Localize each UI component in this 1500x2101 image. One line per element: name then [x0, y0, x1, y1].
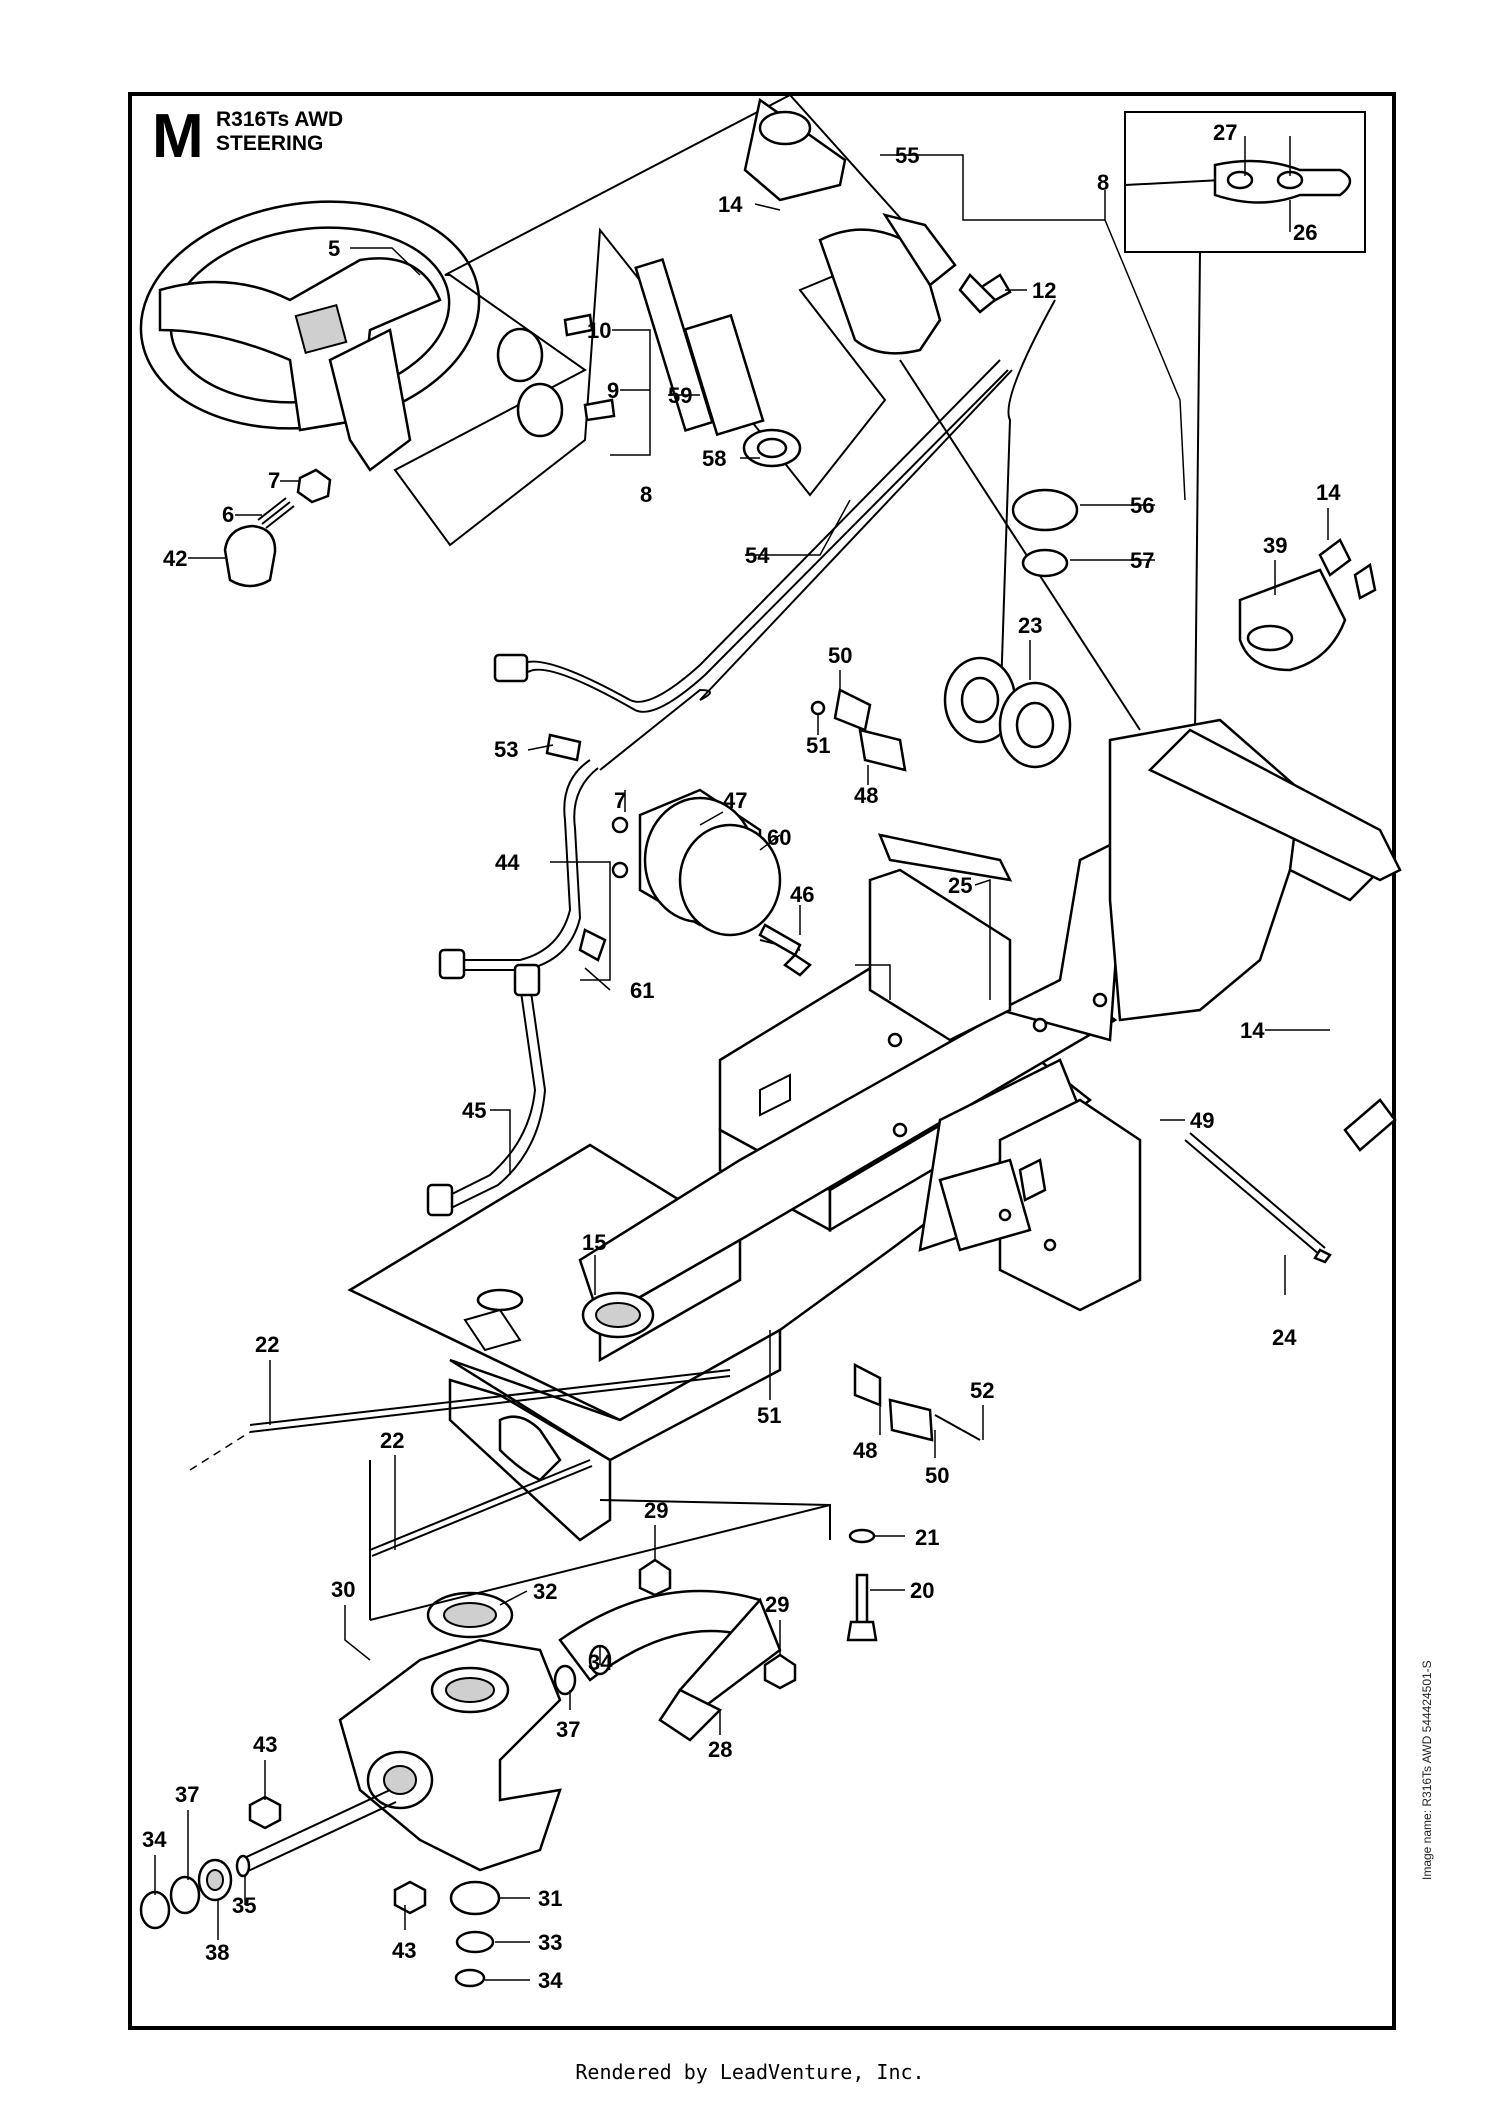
callout-42: 42 — [163, 546, 187, 571]
model-title: R316Ts AWD — [216, 108, 344, 131]
callout-labels: 5 7 6 42 10 9 59 8 58 14 55 8 12 56 57 5… — [142, 120, 1341, 1993]
callout-7: 7 — [268, 468, 280, 493]
cable-detail-inset — [1124, 111, 1366, 736]
callout-33: 33 — [538, 1930, 562, 1955]
motor-60 — [611, 788, 812, 977]
callout-25: 25 — [948, 873, 972, 898]
callout-61: 61 — [630, 978, 654, 1003]
bearing-15 — [581, 1291, 655, 1339]
callout-9: 9 — [607, 378, 619, 403]
callout-57: 57 — [1130, 548, 1154, 573]
fittings — [493, 273, 997, 962]
hydraulic-line-45 — [426, 963, 547, 1217]
spline-collars — [496, 313, 616, 438]
callout-10: 10 — [587, 318, 611, 343]
steering-rods-22 — [189, 1369, 731, 1557]
hydraulic-line-44 — [438, 369, 1013, 980]
callout-50-lower: 50 — [925, 1463, 949, 1488]
callout-53: 53 — [494, 737, 518, 762]
callout-30: 30 — [331, 1577, 355, 1602]
callout-7-mid: 7 — [614, 788, 626, 813]
steering-column-shaft — [393, 93, 922, 547]
bracket-39 — [1238, 538, 1377, 672]
callout-14-lower: 14 — [1240, 1018, 1265, 1043]
callout-54: 54 — [745, 543, 770, 568]
steering-knuckle-30 — [338, 1638, 562, 1872]
callout-20: 20 — [910, 1578, 934, 1603]
main-frame — [347, 718, 1402, 1542]
callout-21: 21 — [915, 1525, 939, 1550]
axle-35 — [235, 1789, 397, 1878]
callout-23: 23 — [1018, 613, 1042, 638]
callout-38: 38 — [205, 1940, 229, 1965]
callout-55: 55 — [895, 143, 919, 168]
steering-wheel-fasteners — [223, 468, 332, 588]
callout-22-lower: 22 — [380, 1428, 404, 1453]
callout-48-upper: 48 — [854, 783, 878, 808]
callout-56: 56 — [1130, 493, 1154, 518]
callout-51-upper: 51 — [806, 733, 830, 758]
diagram-title: STEERING — [216, 132, 324, 155]
callout-12: 12 — [1032, 278, 1056, 303]
steering-column-housing — [743, 97, 1141, 731]
callout-47: 47 — [723, 788, 747, 813]
pivot-rod-24 — [1184, 1132, 1332, 1264]
callout-8-right: 8 — [1097, 170, 1109, 195]
callout-58: 58 — [702, 446, 726, 471]
pulleys-23 — [943, 656, 1072, 769]
callout-46: 46 — [790, 882, 814, 907]
callout-50-upper: 50 — [828, 643, 852, 668]
callout-34-mid: 34 — [588, 1650, 613, 1675]
callout-49: 49 — [1190, 1108, 1214, 1133]
callout-48-lower: 48 — [853, 1438, 877, 1463]
callout-6: 6 — [222, 502, 234, 527]
callout-51-lower: 51 — [757, 1403, 781, 1428]
callout-45: 45 — [462, 1098, 486, 1123]
callout-31: 31 — [538, 1886, 562, 1911]
section-letter: M — [152, 102, 204, 171]
hydraulic-line-54 — [519, 359, 1009, 713]
clip-assembly-lower — [853, 1362, 981, 1442]
callout-15: 15 — [582, 1230, 606, 1255]
washers-and-nuts — [139, 1528, 878, 1988]
frame-details — [463, 992, 1108, 1352]
callout-28: 28 — [708, 1737, 732, 1762]
footer-credit: Rendered by LeadVenture, Inc. — [575, 2060, 925, 2084]
callout-29-right: 29 — [765, 1592, 789, 1617]
callout-34-left: 34 — [142, 1827, 167, 1852]
leader-lines — [154, 136, 1330, 1981]
callout-52: 52 — [970, 1378, 994, 1403]
callout-27: 27 — [1213, 120, 1237, 145]
callout-44: 44 — [495, 850, 520, 875]
callout-22-upper: 22 — [255, 1332, 279, 1357]
callout-5: 5 — [328, 236, 340, 261]
callout-39: 39 — [1263, 533, 1287, 558]
callout-32: 32 — [533, 1579, 557, 1604]
seal-32 — [426, 1591, 514, 1639]
callout-26: 26 — [1293, 220, 1317, 245]
diagram-frame — [128, 92, 1396, 2030]
callout-43-lower: 43 — [392, 1938, 416, 1963]
steering-wheel — [139, 200, 481, 472]
callout-34-lower: 34 — [538, 1968, 563, 1993]
callout-37-left: 37 — [175, 1782, 199, 1807]
callout-29-left: 29 — [644, 1498, 668, 1523]
callout-60: 60 — [767, 825, 791, 850]
callout-8-left: 8 — [640, 482, 652, 507]
callout-14-right: 14 — [1316, 480, 1341, 505]
callout-37-mid: 37 — [556, 1717, 580, 1742]
callout-35: 35 — [232, 1893, 256, 1918]
callout-43-upper: 43 — [253, 1732, 277, 1757]
callout-59: 59 — [668, 383, 692, 408]
callout-14-top: 14 — [718, 192, 743, 217]
clip-assembly-upper — [810, 688, 907, 772]
callout-24: 24 — [1272, 1325, 1297, 1350]
image-name-note: Image name: R316Ts AWD 544424501-S — [1420, 1660, 1434, 1880]
bracket-lines — [369, 1460, 831, 1621]
